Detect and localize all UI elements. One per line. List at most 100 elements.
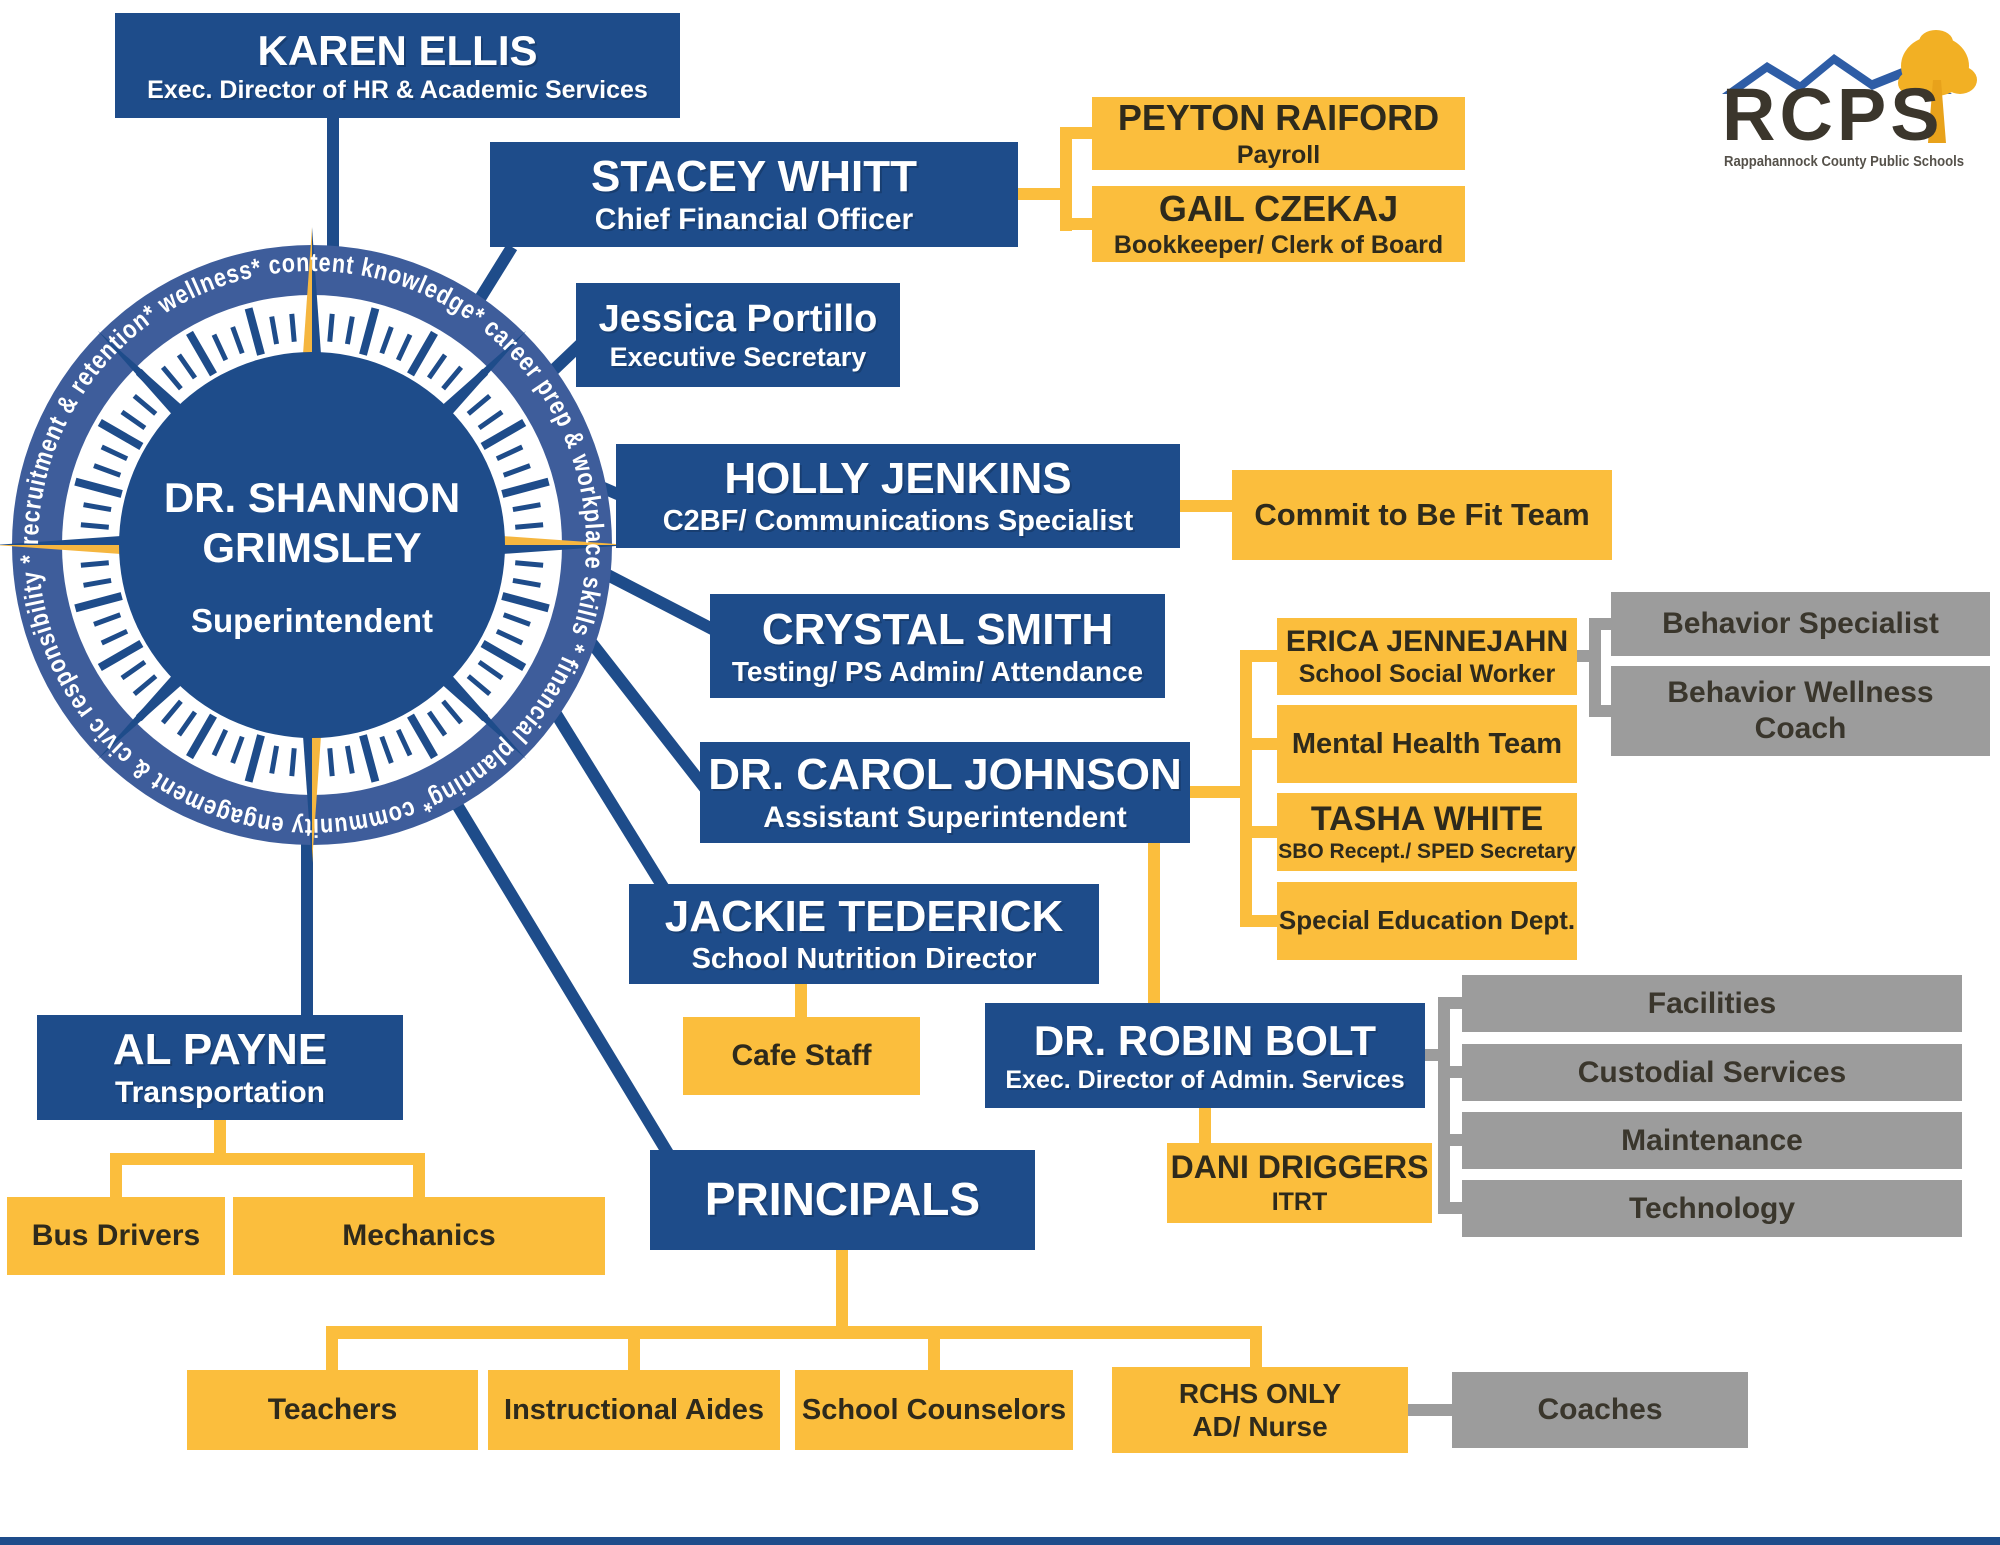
maintenance: Maintenance [1462, 1112, 1962, 1169]
custodial-branch-connector [1438, 1066, 1462, 1078]
bottom-trunk-connector [326, 1326, 1262, 1339]
teachers-stub-connector [326, 1326, 338, 1372]
carol-johnson-subtitle: Assistant Superintendent [763, 801, 1127, 835]
instructional-aides: Instructional Aides [488, 1370, 780, 1450]
gail-branch-connector [1060, 218, 1092, 230]
holly-commit-h-connector [1180, 500, 1232, 512]
bus-drivers-stub-connector [110, 1153, 122, 1197]
principals: PRINCIPALS [650, 1150, 1035, 1250]
teachers: Teachers [187, 1370, 478, 1450]
superintendent-name-line1: DR. SHANNON [164, 474, 460, 521]
tree-icon [1898, 30, 1977, 143]
sped-branch-connector [1240, 915, 1277, 927]
mental-health-team-title: Mental Health Team [1291, 727, 1563, 760]
custodial-services-title: Custodial Services [1577, 1055, 1847, 1089]
technology: Technology [1462, 1180, 1962, 1237]
dani-driggers-subtitle: ITRT [1271, 1187, 1328, 1216]
behavior-specialist: Behavior Specialist [1611, 592, 1990, 656]
mental-health-branch-connector [1240, 738, 1277, 750]
commit-to-be-fit-team-title: Commit to Be Fit Team [1254, 496, 1590, 532]
bus-drivers-title: Bus Drivers [31, 1219, 201, 1253]
principals-title: PRINCIPALS [704, 1173, 981, 1226]
holly-jenkins-title: HOLLY JENKINS [724, 454, 1072, 504]
karen-ellis-title: KAREN ELLIS [257, 26, 538, 74]
alpayne-trunk-connector [110, 1153, 425, 1165]
mechanics: Mechanics [233, 1197, 605, 1275]
cafe-staff: Cafe Staff [683, 1017, 920, 1095]
stacey-whitt-title: STACEY WHITT [591, 152, 917, 202]
robin-gray-h-connector [1425, 1049, 1438, 1061]
jackie-tederick-subtitle: School Nutrition Director [691, 943, 1037, 976]
cafe-staff-title: Cafe Staff [731, 1039, 872, 1073]
rchs-coaches-h-connector [1408, 1404, 1452, 1416]
aides-stub-connector [628, 1326, 640, 1372]
erica-branch-connector [1240, 650, 1277, 662]
peyton-raiford-subtitle: Payroll [1236, 140, 1321, 169]
special-education-dept-title: Special Education Dept. [1278, 905, 1576, 936]
crystal-smith-title: CRYSTAL SMITH [761, 604, 1114, 654]
facilities: Facilities [1462, 975, 1962, 1032]
tasha-white-title: TASHA WHITE [1310, 800, 1544, 839]
behavior-wellness-coach-subtitle: Coach [1754, 712, 1847, 745]
robin-bolt-subtitle: Exec. Director of Admin. Services [1005, 1066, 1405, 1095]
behavior-trunk-connector [1589, 618, 1601, 717]
behavior-wellness-coach-title: Behavior Wellness [1667, 676, 1934, 710]
erica-jennejahn-subtitle: School Social Worker [1298, 660, 1556, 689]
superintendent-name-line2: GRIMSLEY [202, 524, 421, 571]
jessica-portillo-title: Jessica Portillo [598, 297, 878, 340]
special-education-dept: Special Education Dept. [1277, 882, 1577, 960]
mental-health-team: Mental Health Team [1277, 705, 1577, 783]
logo-acronym: RCPS [1722, 73, 1944, 156]
custodial-services: Custodial Services [1462, 1044, 1962, 1101]
al-payne-subtitle: Transportation [114, 1076, 325, 1110]
al-payne-title: AL PAYNE [112, 1025, 328, 1075]
crystal-smith-subtitle: Testing/ PS Admin/ Attendance [731, 655, 1144, 687]
commit-to-be-fit-team: Commit to Be Fit Team [1232, 470, 1612, 560]
counselors-stub-connector [928, 1326, 940, 1372]
maintenance-branch-connector [1438, 1134, 1462, 1146]
behavior-coach-branch-connector [1589, 705, 1611, 717]
facilities-branch-connector [1438, 997, 1462, 1009]
principals-v-connector [836, 1250, 848, 1332]
instructional-aides-title: Instructional Aides [504, 1393, 764, 1426]
jackie-tederick-title: JACKIE TEDERICK [664, 892, 1064, 942]
bus-drivers: Bus Drivers [7, 1197, 225, 1275]
gail-czekaj-title: GAIL CZEKAJ [1158, 187, 1399, 229]
tasha-white-subtitle: SBO Recept./ SPED Secretary [1278, 840, 1576, 864]
carol-trunk-connector [1240, 650, 1252, 927]
carol-robin-v-connector [1148, 843, 1160, 1003]
teachers-title: Teachers [267, 1393, 398, 1427]
stacey-whitt-subtitle: Chief Financial Officer [594, 203, 914, 237]
superintendent-role: Superintendent [191, 602, 433, 639]
radial-connector-line [575, 624, 713, 796]
peyton-branch-connector [1060, 127, 1092, 139]
jackie-cafe-v-connector [795, 984, 807, 1017]
dani-driggers-title: DANI DRIGGERS [1170, 1149, 1429, 1186]
alpayne-v-connector [214, 1120, 226, 1158]
carol-johnson-title: DR. CAROL JOHNSON [708, 750, 1182, 800]
maintenance-title: Maintenance [1621, 1123, 1803, 1157]
stacey-branch-h-connector [1018, 188, 1060, 200]
holly-jenkins-subtitle: C2BF/ Communications Specialist [662, 505, 1134, 538]
rchs-stub-connector [1250, 1326, 1262, 1370]
erica-jennejahn-title: ERICA JENNEJAHN [1285, 624, 1569, 658]
coaches: Coaches [1452, 1372, 1748, 1448]
carol-branch-h-connector [1190, 786, 1240, 798]
coaches-title: Coaches [1537, 1393, 1663, 1427]
peyton-raiford-title: PEYTON RAIFORD [1117, 97, 1440, 139]
mechanics-stub-connector [413, 1153, 425, 1197]
